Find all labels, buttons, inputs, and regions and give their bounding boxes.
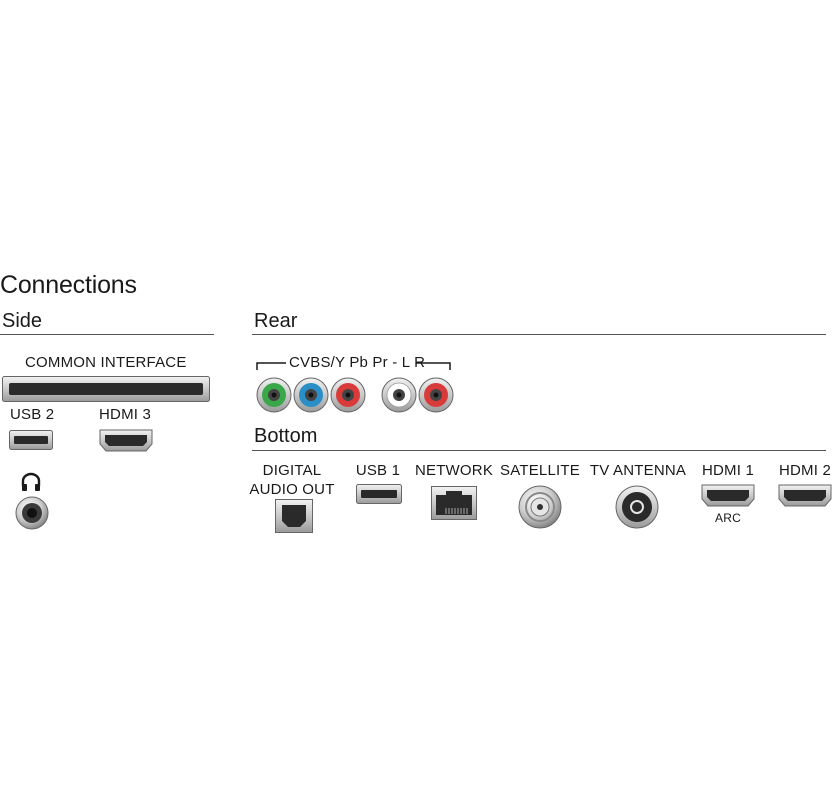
usb1-port[interactable]	[356, 484, 402, 504]
network-label: NETWORK	[414, 462, 494, 479]
side-divider	[0, 334, 214, 335]
common-interface-slot[interactable]	[2, 376, 210, 402]
av-group-label: CVBS/Y Pb Pr - L R	[289, 354, 426, 371]
rear-divider	[252, 334, 826, 335]
side-heading: Side	[2, 310, 43, 332]
hdmi3-port[interactable]	[99, 428, 153, 452]
hdmi1-label: HDMI 1	[701, 462, 755, 479]
optical-audio-port[interactable]	[275, 499, 313, 533]
usb1-label: USB 1	[355, 462, 401, 479]
bottom-divider	[252, 450, 826, 451]
network-port[interactable]	[431, 486, 477, 520]
audio-right-jack[interactable]	[418, 377, 454, 413]
page-title: Connections	[0, 271, 137, 299]
pb-jack[interactable]	[293, 377, 329, 413]
headphones-icon	[21, 472, 41, 491]
cvbs-y-jack[interactable]	[256, 377, 292, 413]
satellite-port[interactable]	[518, 485, 562, 529]
hdmi2-port[interactable]	[778, 483, 832, 507]
common-interface-label: COMMON INTERFACE	[25, 354, 187, 371]
headphone-jack[interactable]	[15, 496, 49, 530]
hdmi2-label: HDMI 2	[778, 462, 832, 479]
hdmi1-arc-label: ARC	[715, 511, 741, 525]
pr-jack[interactable]	[330, 377, 366, 413]
hdmi3-label: HDMI 3	[99, 406, 152, 423]
satellite-label: SATELLITE	[500, 462, 580, 479]
tv-antenna-label: TV ANTENNA	[589, 462, 687, 479]
audio-left-jack[interactable]	[381, 377, 417, 413]
hdmi1-port[interactable]	[701, 483, 755, 507]
av-group-bracket	[256, 362, 451, 370]
bottom-heading: Bottom	[254, 425, 318, 447]
rear-heading: Rear	[254, 310, 298, 332]
tv-antenna-port[interactable]	[615, 485, 659, 529]
usb2-label: USB 2	[10, 406, 55, 423]
digital-audio-out-label: DIGITAL AUDIO OUT	[249, 462, 335, 498]
usb2-port[interactable]	[9, 430, 53, 450]
